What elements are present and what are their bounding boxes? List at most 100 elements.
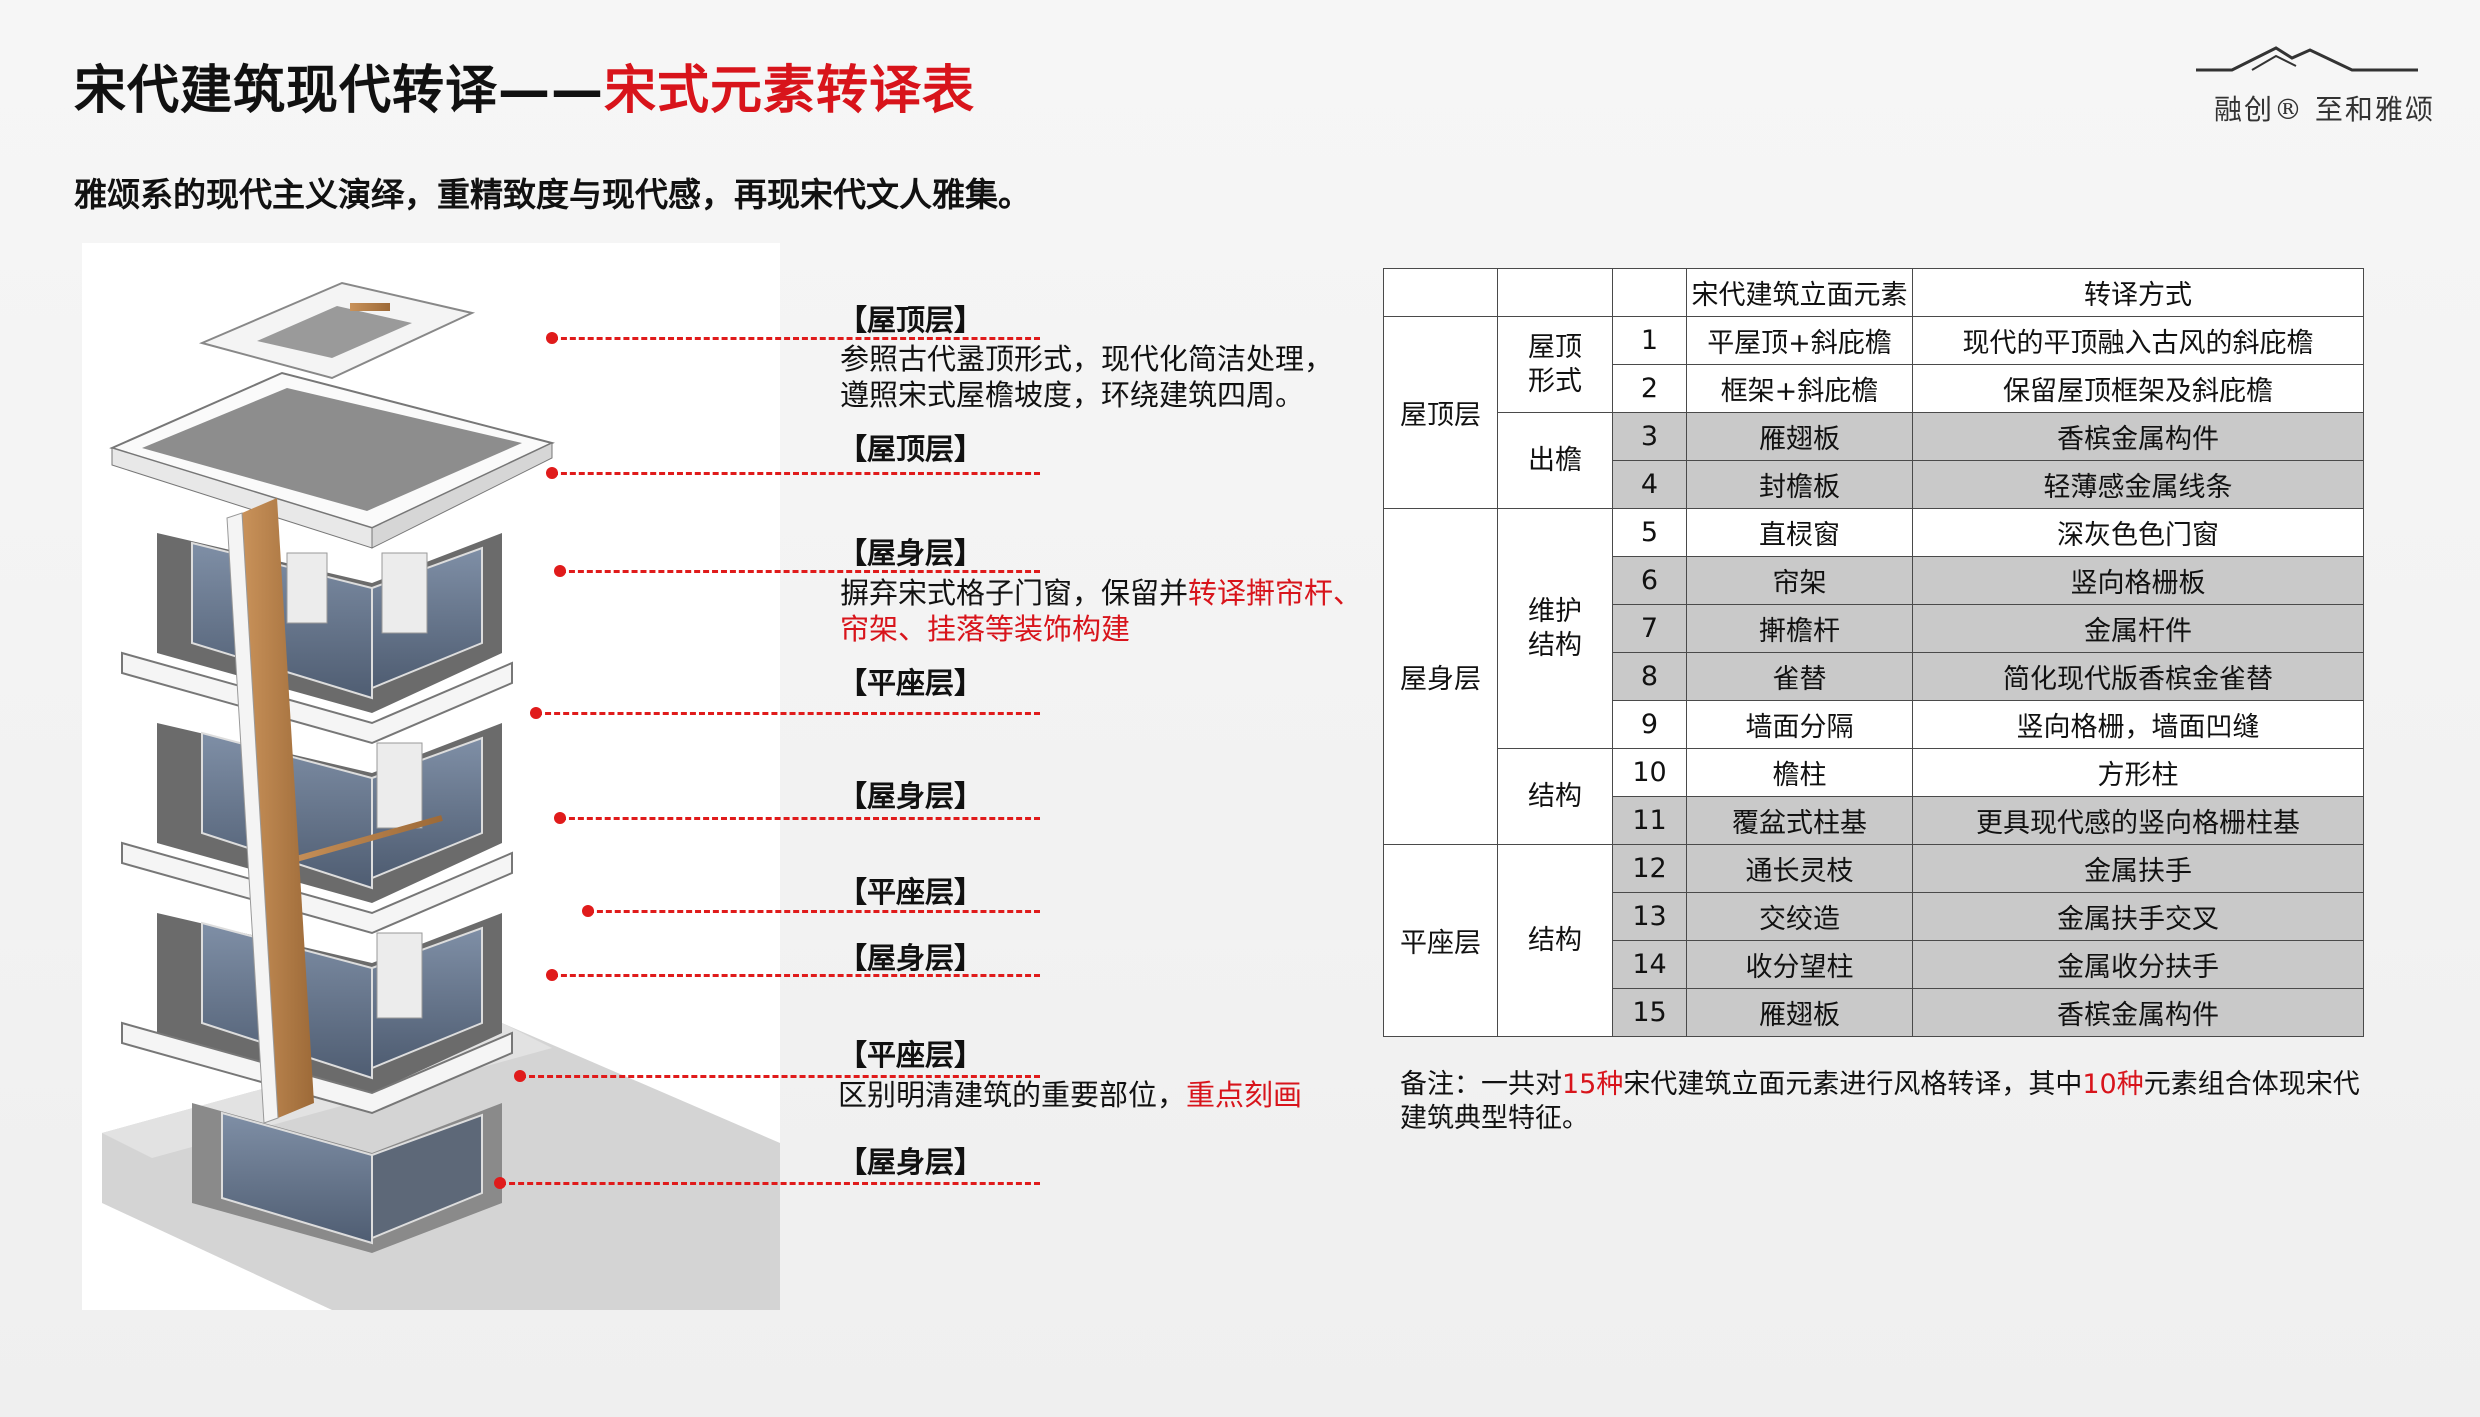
leader-dot (514, 1070, 526, 1082)
callout-body-desc-line1: 摒弃宋式格子门窗，保留并转译搟帘杆、 (840, 576, 1363, 610)
subgroup-cell: 出檐 (1497, 412, 1613, 509)
row-number: 1 (1612, 316, 1687, 365)
row-method: 保留屋顶框架及斜庇檐 (1912, 364, 2364, 413)
leader-line (500, 1182, 1040, 1185)
callout-roof-heading: 【屋顶层】 (838, 303, 984, 337)
row-number: 9 (1612, 700, 1687, 749)
row-method: 金属扶手 (1912, 844, 2364, 893)
row-element: 墙面分隔 (1686, 700, 1913, 749)
row-element: 封檐板 (1686, 460, 1913, 509)
row-method: 金属杆件 (1912, 604, 2364, 653)
row-method: 香槟金属构件 (1912, 988, 2364, 1037)
row-number: 8 (1612, 652, 1687, 701)
row-method: 现代的平顶融入古风的斜庇檐 (1912, 316, 2364, 365)
brand-name: 融创® 至和雅颂 (2214, 93, 2435, 126)
leader-dot (554, 565, 566, 577)
group-cell: 平座层 (1383, 844, 1498, 1037)
row-number: 15 (1612, 988, 1687, 1037)
leader-dot (582, 905, 594, 917)
row-element: 覆盆式柱基 (1686, 796, 1913, 845)
callout-roof-desc-line1: 参照古代盝顶形式，现代化简洁处理， (840, 342, 1334, 376)
leader-line (552, 472, 1040, 475)
table-row: 9 墙面分隔 竖向格栅，墙面凹缝 (1384, 700, 2364, 749)
table-note: 备注：一共对15种宋代建筑立面元素进行风格转译，其中10种元素组合体现宋代建筑典… (1400, 1069, 2360, 1134)
row-element: 收分望柱 (1686, 940, 1913, 989)
table-row: 出檐 3 雁翅板 香槟金属构件 (1384, 412, 2364, 509)
callout-body-heading-3: 【屋身层】 (838, 941, 984, 975)
row-number: 10 (1612, 748, 1687, 797)
building-illustration (102, 281, 780, 1310)
table-row: 屋顶层 屋顶形式 1 平屋顶+斜庇檐 现代的平顶融入古风的斜庇檐 (1383, 316, 2364, 509)
row-method: 竖向格栅，墙面凹缝 (1912, 700, 2364, 749)
row-number: 2 (1612, 364, 1687, 413)
leader-dot (530, 707, 542, 719)
row-number: 14 (1612, 940, 1687, 989)
table-header-cell (1612, 268, 1687, 317)
row-number: 13 (1612, 892, 1687, 941)
row-method: 竖向格栅板 (1912, 556, 2364, 605)
row-element: 搟檐杆 (1686, 604, 1913, 653)
page-title: 宋代建筑现代转译——宋式元素转译表 (74, 48, 975, 123)
row-method: 方形柱 (1912, 748, 2364, 797)
subgroup-cell: 结构 (1497, 748, 1613, 845)
storey-ground (192, 1103, 502, 1253)
row-number: 5 (1612, 508, 1687, 557)
row-number: 6 (1612, 556, 1687, 605)
leader-line (588, 910, 1040, 913)
table-header-cell (1497, 268, 1613, 317)
row-element: 通长灵枝 (1686, 844, 1913, 893)
callout-platform-desc: 区别明清建筑的重要部位，重点刻画 (838, 1078, 1303, 1112)
callout-body-heading-2: 【屋身层】 (838, 779, 984, 813)
row-number: 7 (1612, 604, 1687, 653)
row-element: 平屋顶+斜庇檐 (1686, 316, 1913, 365)
row-number: 4 (1612, 460, 1687, 509)
brand-logo: 融创® 至和雅颂 (2192, 40, 2433, 130)
title-main: 宋代建筑现代转译—— (74, 61, 605, 121)
table-row: 13 交绞造 金属扶手交叉 (1384, 892, 2364, 941)
leader-dot (494, 1177, 506, 1189)
page-subtitle: 雅颂系的现代主义演绎，重精致度与现代感，再现宋代文人雅集。 (74, 175, 1031, 214)
row-element: 帘架 (1686, 556, 1913, 605)
group-cell: 屋顶层 (1383, 316, 1498, 509)
row-method: 轻薄感金属线条 (1912, 460, 2364, 509)
storey-1 (121, 533, 513, 745)
table-row: 结构 10 檐柱 方形柱 (1384, 748, 2364, 845)
subgroup-cell: 维护结构 (1497, 508, 1613, 749)
translation-table: 宋代建筑立面元素 转译方式 屋顶层 屋顶形式 1 平屋顶+斜庇檐 现代的平顶融入… (1383, 268, 2364, 1037)
leader-dot (554, 812, 566, 824)
leader-dot (546, 332, 558, 344)
row-method: 金属扶手交叉 (1912, 892, 2364, 941)
row-element: 框架+斜庇檐 (1686, 364, 1913, 413)
leader-dot (546, 969, 558, 981)
leader-line (552, 337, 1040, 340)
row-method: 金属收分扶手 (1912, 940, 2364, 989)
table-header-row: 宋代建筑立面元素 转译方式 (1383, 268, 2364, 317)
row-number: 11 (1612, 796, 1687, 845)
row-element: 雁翅板 (1686, 412, 1913, 461)
callout-roof-desc-line2: 遵照宋式屋檐坡度，环绕建筑四周。 (840, 378, 1305, 412)
leader-line (552, 974, 1040, 977)
table-row: 14 收分望柱 金属收分扶手 (1384, 940, 2364, 989)
leader-line (536, 712, 1040, 715)
table-row: 2 框架+斜庇檐 保留屋顶框架及斜庇檐 (1384, 364, 2364, 413)
row-element: 檐柱 (1686, 748, 1913, 797)
table-row: 4 封檐板 轻薄感金属线条 (1384, 460, 2364, 509)
roof-mark-icon (2196, 46, 2418, 72)
table-header-cell: 宋代建筑立面元素 (1686, 268, 1913, 317)
table-row: 15 雁翅板 香槟金属构件 (1384, 988, 2364, 1037)
row-element: 交绞造 (1686, 892, 1913, 941)
title-highlight: 宋式元素转译表 (604, 61, 976, 121)
table-header-cell: 转译方式 (1912, 268, 2364, 317)
table-row: 8 雀替 简化现代版香槟金雀替 (1384, 652, 2364, 701)
table-row: 11 覆盆式柱基 更具现代感的竖向格栅柱基 (1384, 796, 2364, 845)
row-number: 3 (1612, 412, 1687, 461)
callout-platform-heading-2: 【平座层】 (838, 875, 984, 909)
table-header-cell (1383, 268, 1498, 317)
table-row: 7 搟檐杆 金属杆件 (1384, 604, 2364, 653)
callout-roof-heading-2: 【屋顶层】 (838, 432, 984, 466)
table-row: 平座层 结构 12 通长灵枝 金属扶手 (1383, 844, 2364, 1037)
building-axonometric-figure (82, 243, 780, 1310)
storey-3 (121, 913, 513, 1115)
storey-2 (121, 723, 513, 935)
callout-platform-heading-3: 【平座层】 (838, 1038, 984, 1072)
